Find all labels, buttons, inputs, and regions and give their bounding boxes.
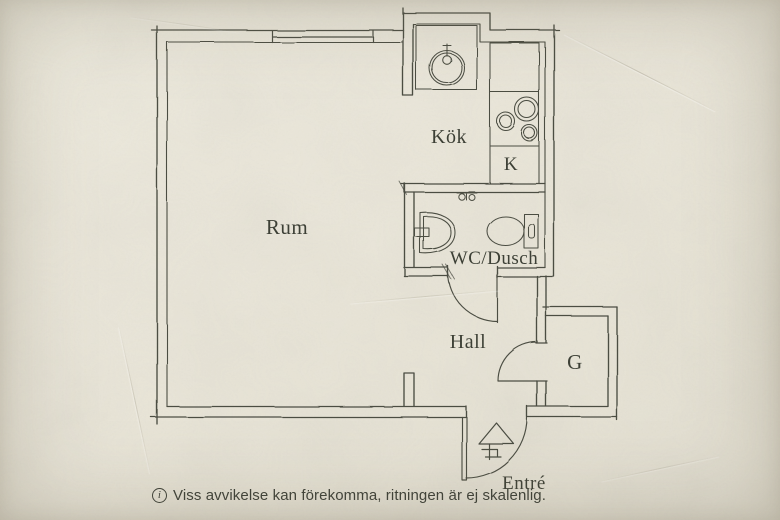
room-label-k: K [504, 154, 518, 175]
info-icon: i [152, 488, 167, 503]
wall-g-top [542, 306, 618, 317]
wall-kitchen-top-outer [402, 12, 560, 31]
door-wc [447, 271, 498, 323]
wall-kitchen-left [402, 7, 414, 97]
door-leaf-entry [461, 416, 468, 481]
washbasin-icon [413, 211, 456, 254]
shower-mixer-icon [456, 192, 477, 201]
kitchen-cabinet-column [489, 42, 540, 185]
room-label-hall: Hall [450, 331, 486, 353]
kitchen-fixtures [415, 24, 540, 185]
door-entry [461, 416, 528, 481]
room-label-g: G [567, 350, 583, 374]
wall-hall-right-lower [535, 380, 548, 407]
wall-pillar [403, 372, 415, 407]
door-arc-entry [465, 416, 528, 479]
disclaimer-text: Viss avvikelse kan förekomma, ritningen … [173, 487, 546, 504]
door-arc-wc [447, 271, 498, 322]
wall-hall-right-upper [535, 275, 548, 344]
room-label-rum: Rum [266, 215, 308, 239]
jamb-hatches [398, 180, 455, 280]
room-label-entre: Entré [502, 473, 546, 494]
room-label-kok: Kök [431, 126, 467, 148]
wall-bottom-left [150, 405, 467, 418]
wall-g-right [607, 306, 618, 421]
toilet-icon [486, 213, 539, 249]
doors [447, 271, 538, 481]
door-arc-closet [497, 341, 538, 382]
room-label-wc-dusch: WC/Dusch [450, 248, 538, 269]
kitchen-counter [415, 24, 478, 91]
door-closet-g [497, 341, 538, 382]
wall-left-top-inner [166, 41, 404, 407]
wall-bottom-right [526, 405, 618, 418]
stove-burners-icon [496, 96, 540, 142]
disclaimer-note: i Viss avvikelse kan förekomma, ritninge… [152, 487, 546, 504]
window-symbol [271, 29, 374, 43]
bathroom-fixtures [413, 192, 539, 254]
wall-kitchen-top-inner [412, 23, 546, 43]
room-labels: Rum Kök K WC/Dusch Hall G Entré [266, 126, 583, 494]
entrance-arrow-icon [477, 421, 515, 460]
kitchen-sink-icon [428, 43, 466, 87]
